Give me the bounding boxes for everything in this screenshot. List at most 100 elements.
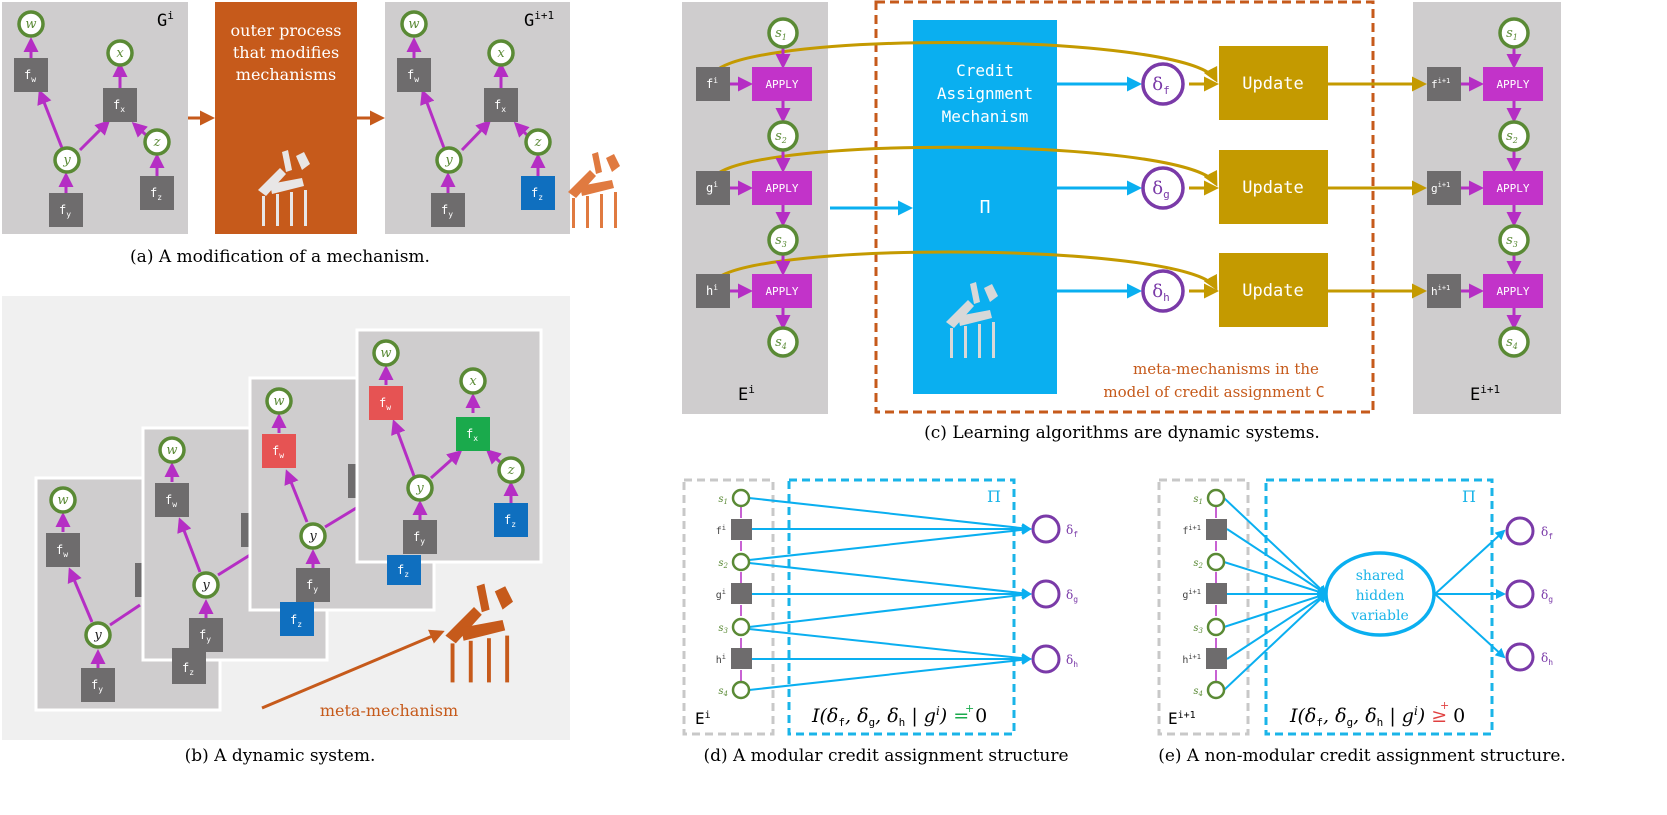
svg-text:s4: s4 bbox=[1506, 335, 1518, 351]
svg-text:fy: fy bbox=[91, 678, 103, 694]
ei-label: Ei bbox=[738, 383, 755, 405]
update-f bbox=[1219, 46, 1328, 120]
svg-text:s1: s1 bbox=[775, 26, 787, 42]
svg-text:s1: s1 bbox=[718, 494, 728, 506]
panel-b: w y fw fy fz w y fw fy fz w y bbox=[2, 296, 570, 766]
svg-text:fi+1: fi+1 bbox=[1182, 524, 1201, 537]
small-hands-icon bbox=[568, 152, 620, 228]
svg-text:s3: s3 bbox=[1506, 233, 1518, 249]
svg-text:s3: s3 bbox=[718, 623, 728, 635]
mech-fw: fw bbox=[24, 68, 36, 84]
svg-text:Update: Update bbox=[1242, 178, 1303, 198]
delta-f: δf bbox=[1152, 74, 1169, 97]
svg-text:fy: fy bbox=[413, 530, 425, 546]
node-x-next: x bbox=[497, 46, 505, 61]
graph-card-4: fz w x y z bbox=[355, 328, 543, 585]
svg-text:s4: s4 bbox=[775, 335, 787, 351]
svg-text:s2: s2 bbox=[775, 129, 787, 145]
svg-text:fw: fw bbox=[379, 396, 391, 412]
svg-text:Update: Update bbox=[1242, 74, 1303, 94]
gi1-label: Gi+1 bbox=[524, 9, 554, 31]
svg-text:gi: gi bbox=[706, 180, 718, 195]
gi-label: Gi bbox=[157, 9, 174, 31]
svg-text:fz: fz bbox=[182, 661, 194, 677]
pi-label: Π bbox=[980, 197, 991, 218]
meta-mechanisms-box bbox=[874, 0, 1375, 414]
svg-text:APPLY: APPLY bbox=[765, 182, 798, 195]
svg-text:fy: fy bbox=[441, 203, 453, 219]
svg-text:δf: δf bbox=[1541, 525, 1553, 541]
svg-text:s2: s2 bbox=[1506, 129, 1518, 145]
ei-label-d: Ei bbox=[695, 709, 711, 728]
env-box-d bbox=[682, 478, 775, 736]
node-w-next: w bbox=[408, 17, 419, 32]
delta-h: δh bbox=[1152, 281, 1169, 304]
svg-text:fz: fz bbox=[531, 186, 543, 202]
svg-text:APPLY: APPLY bbox=[765, 78, 798, 91]
env-ei1-panel bbox=[1413, 2, 1561, 414]
svg-text:hi: hi bbox=[716, 653, 726, 666]
caption-c: (c) Learning algorithms are dynamic syst… bbox=[924, 423, 1320, 443]
svg-text:w: w bbox=[57, 493, 68, 508]
caption-d: (d) A modular credit assignment structur… bbox=[703, 746, 1068, 766]
credit-line2: Assignment bbox=[937, 84, 1033, 103]
svg-text:fz: fz bbox=[504, 513, 516, 529]
node-z: z bbox=[153, 135, 161, 150]
svg-text:hi: hi bbox=[706, 283, 718, 298]
svg-text:s4: s4 bbox=[718, 686, 728, 698]
svg-text:fi: fi bbox=[716, 524, 726, 537]
svg-text:APPLY: APPLY bbox=[765, 285, 798, 298]
outer-process-line1: outer process bbox=[231, 21, 342, 40]
svg-text:fx: fx bbox=[494, 98, 506, 114]
shared-hidden-variable bbox=[1324, 551, 1436, 637]
outer-process-line2: that modifies bbox=[233, 43, 339, 62]
svg-text:fy: fy bbox=[199, 628, 211, 644]
node-w: w bbox=[25, 17, 36, 32]
svg-text:z: z bbox=[507, 463, 515, 478]
env-chain-right: s1 s2 s3 s4 fi+1 gi+1 hi+1 APPLY APPLY A… bbox=[1427, 17, 1543, 405]
caption-b: (b) A dynamic system. bbox=[185, 746, 376, 766]
meta-mechanism-arrow bbox=[261, 629, 445, 710]
svg-text:gi+1: gi+1 bbox=[1182, 588, 1201, 601]
svg-text:fz: fz bbox=[397, 563, 409, 579]
svg-text:shared: shared bbox=[1356, 568, 1405, 584]
pi-label-d: Π bbox=[987, 487, 1001, 506]
svg-text:hi+1: hi+1 bbox=[1431, 284, 1450, 298]
svg-text:APPLY: APPLY bbox=[1496, 285, 1529, 298]
pi-label-e: Π bbox=[1462, 487, 1476, 506]
svg-text:fy: fy bbox=[306, 578, 318, 594]
meta-line1: meta-mechanisms in the bbox=[1133, 360, 1319, 378]
credit-line1: Credit bbox=[956, 61, 1014, 80]
pi-box-d bbox=[787, 478, 1016, 736]
svg-text:δf: δf bbox=[1066, 523, 1078, 539]
graph-card-3: fz w y fw fy bbox=[248, 376, 436, 636]
panel-a: Gi w x y z fw fx fy fz bbox=[2, 2, 620, 267]
svg-text:fw: fw bbox=[56, 543, 68, 559]
update-h bbox=[1219, 253, 1328, 327]
svg-text:δh: δh bbox=[1541, 651, 1553, 667]
svg-text:x: x bbox=[469, 374, 477, 389]
node-x: x bbox=[116, 46, 124, 61]
env-box-e bbox=[1157, 478, 1250, 736]
node-y-next: y bbox=[444, 153, 453, 168]
delta-g: δg bbox=[1152, 178, 1169, 201]
mech-fz: fz bbox=[150, 186, 162, 202]
caption-e: (e) A non-modular credit assignment stru… bbox=[1158, 746, 1566, 766]
node-y: y bbox=[62, 153, 71, 168]
mech-fy: fy bbox=[59, 203, 71, 219]
svg-text:APPLY: APPLY bbox=[1496, 182, 1529, 195]
modified-mech-fz bbox=[521, 176, 555, 210]
plus-mark-d: + bbox=[965, 702, 974, 715]
svg-text:s4: s4 bbox=[1193, 686, 1203, 698]
svg-text:δg: δg bbox=[1541, 588, 1553, 604]
credit-line3: Mechanism bbox=[942, 107, 1029, 126]
svg-text:w: w bbox=[380, 346, 391, 361]
formula-d: I(δf, δg, δh | gi)=0 bbox=[811, 704, 987, 729]
ei1-label: Ei+1 bbox=[1470, 383, 1500, 405]
svg-text:gi+1: gi+1 bbox=[1431, 181, 1450, 195]
ei1-label-e: Ei+1 bbox=[1168, 709, 1196, 728]
svg-text:y: y bbox=[201, 578, 210, 593]
svg-text:fw: fw bbox=[165, 493, 177, 509]
svg-text:δg: δg bbox=[1066, 588, 1078, 604]
